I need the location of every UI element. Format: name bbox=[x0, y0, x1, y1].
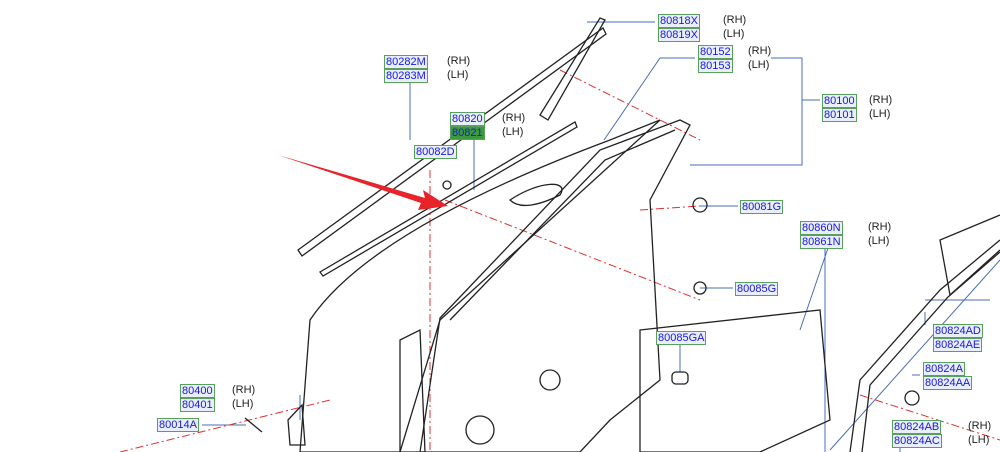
part-number-80283M[interactable]: 80283M bbox=[384, 69, 428, 83]
part-number-80085G[interactable]: 80085G bbox=[735, 282, 779, 296]
side-indicator: (LH) bbox=[748, 59, 770, 71]
side-indicator: (RH) bbox=[723, 14, 747, 26]
side-indicator: (LH) bbox=[232, 398, 254, 410]
side-indicator: (LH) bbox=[723, 28, 745, 40]
side-indicator: (RH) bbox=[968, 420, 992, 432]
part-number-80861N[interactable]: 80861N bbox=[800, 235, 843, 249]
parts-outlines bbox=[244, 17, 1000, 452]
side-indicator: (LH) bbox=[968, 434, 990, 446]
part-number-80821[interactable]: 80821 bbox=[450, 126, 485, 140]
part-number-80860N[interactable]: 80860N bbox=[800, 221, 843, 235]
part-number-80824AA[interactable]: 80824AA bbox=[923, 376, 973, 390]
part-number-80014A[interactable]: 80014A bbox=[157, 418, 199, 432]
center-lines bbox=[119, 69, 1000, 452]
part-number-80818X[interactable]: 80818X bbox=[658, 14, 700, 28]
side-indicator: (LH) bbox=[868, 235, 890, 247]
part-number-80282M[interactable]: 80282M bbox=[384, 55, 428, 69]
side-indicator: (RH) bbox=[748, 45, 772, 57]
side-indicator: (LH) bbox=[869, 108, 891, 120]
part-number-80081G[interactable]: 80081G bbox=[740, 200, 784, 214]
part-number-80085GA[interactable]: 80085GA bbox=[656, 331, 707, 345]
side-indicator: (LH) bbox=[447, 69, 469, 81]
part-number-80152[interactable]: 80152 bbox=[698, 45, 733, 59]
part-number-80100[interactable]: 80100 bbox=[822, 94, 857, 108]
pointer-arrow bbox=[278, 155, 448, 210]
part-number-80824AE[interactable]: 80824AE bbox=[933, 338, 983, 352]
side-indicator: (RH) bbox=[868, 221, 892, 233]
part-number-80401[interactable]: 80401 bbox=[180, 398, 215, 412]
part-number-80819X[interactable]: 80819X bbox=[658, 28, 700, 42]
side-indicator: (LH) bbox=[502, 126, 524, 138]
part-number-80082D[interactable]: 80082D bbox=[414, 145, 457, 159]
side-indicator: (RH) bbox=[869, 94, 893, 106]
part-number-80824AB[interactable]: 80824AB bbox=[892, 420, 942, 434]
part-number-80824A[interactable]: 80824A bbox=[923, 362, 965, 376]
side-indicator: (RH) bbox=[447, 55, 471, 67]
part-number-80824AC[interactable]: 80824AC bbox=[892, 434, 942, 448]
part-number-80820[interactable]: 80820 bbox=[450, 112, 485, 126]
part-number-80824AD[interactable]: 80824AD bbox=[933, 324, 983, 338]
part-number-80153[interactable]: 80153 bbox=[698, 59, 733, 73]
part-number-80101[interactable]: 80101 bbox=[822, 108, 857, 122]
side-indicator: (RH) bbox=[502, 112, 526, 124]
part-number-80400[interactable]: 80400 bbox=[180, 384, 215, 398]
side-indicator: (RH) bbox=[232, 384, 256, 396]
